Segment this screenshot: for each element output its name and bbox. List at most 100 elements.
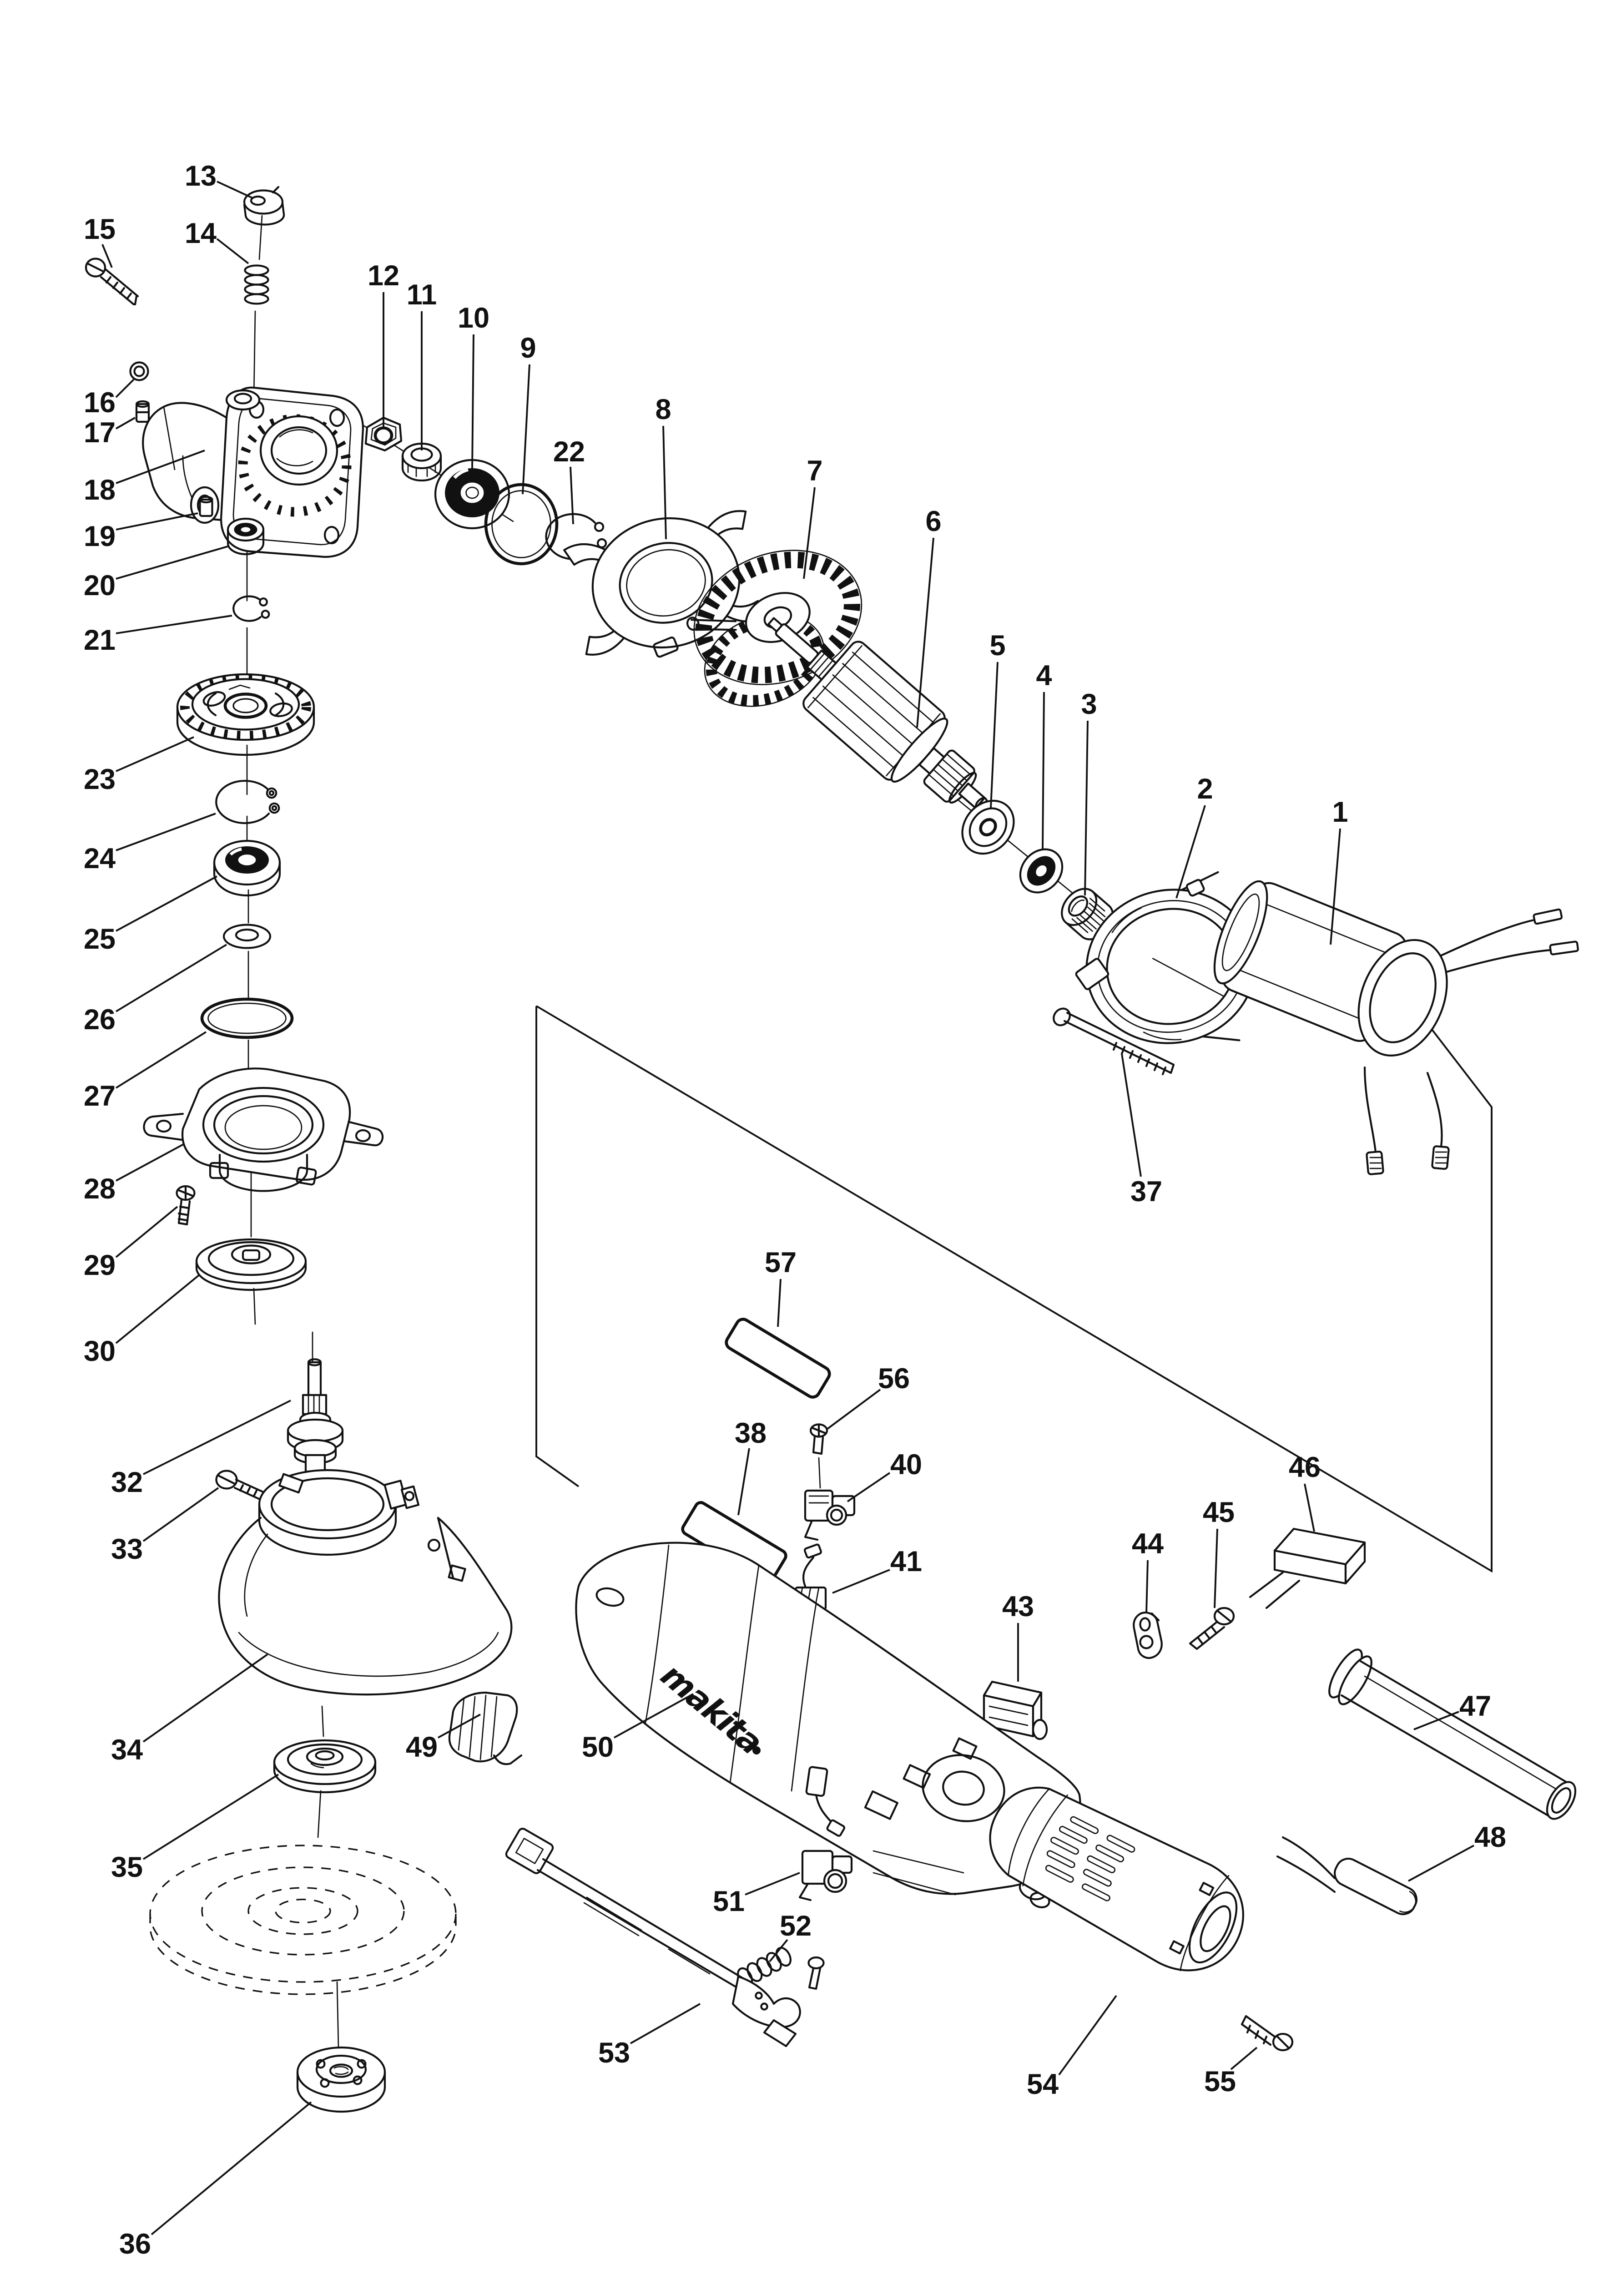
part-8-fan-baffle bbox=[563, 510, 769, 658]
leader-line-15 bbox=[101, 244, 113, 268]
part-30-cover-plate bbox=[195, 1238, 307, 1291]
leader-line-56 bbox=[826, 1389, 881, 1430]
leader-line-16 bbox=[115, 379, 135, 398]
leader-line-2 bbox=[1175, 805, 1206, 899]
leader-line-30 bbox=[115, 1274, 200, 1344]
leader-line-50 bbox=[614, 1693, 694, 1739]
leader-line-7 bbox=[803, 487, 816, 579]
part-label-3: 3 bbox=[1081, 688, 1097, 720]
leader-line-53 bbox=[630, 2003, 701, 2044]
leader-line-19 bbox=[116, 512, 198, 531]
part-label-16: 16 bbox=[84, 387, 116, 419]
leader-line-1 bbox=[1330, 828, 1341, 945]
part-label-30: 30 bbox=[84, 1335, 116, 1367]
part-label-48: 48 bbox=[1474, 1821, 1506, 1853]
part-label-45: 45 bbox=[1203, 1496, 1235, 1528]
part-label-55: 55 bbox=[1204, 2066, 1236, 2098]
part-label-13: 13 bbox=[185, 160, 217, 192]
part-15-screw bbox=[85, 258, 139, 306]
part-4-bearing bbox=[1019, 848, 1064, 894]
part-label-27: 27 bbox=[84, 1080, 116, 1112]
leader-line-55 bbox=[1230, 2047, 1258, 2070]
part-label-47: 47 bbox=[1459, 1690, 1491, 1722]
part-9-oring bbox=[484, 483, 559, 566]
part-label-57: 57 bbox=[765, 1247, 797, 1279]
part-label-37: 37 bbox=[1130, 1176, 1162, 1208]
leader-line-33 bbox=[142, 1487, 219, 1542]
part-29-screw bbox=[176, 1185, 196, 1226]
small-screw bbox=[807, 1956, 825, 1990]
part-14-spring bbox=[244, 264, 269, 305]
part-label-4: 4 bbox=[1036, 660, 1052, 692]
part-label-15: 15 bbox=[84, 213, 116, 245]
leader-line-25 bbox=[116, 875, 217, 932]
leader-line-5 bbox=[990, 662, 999, 809]
part-21-retaining-ring bbox=[232, 595, 270, 622]
part-47-side-handle bbox=[1328, 1648, 1577, 1820]
leader-line-24 bbox=[116, 813, 216, 851]
part-label-6: 6 bbox=[925, 506, 941, 537]
leader-line-14 bbox=[216, 238, 249, 264]
part-label-34: 34 bbox=[111, 1734, 143, 1766]
part-label-10: 10 bbox=[458, 302, 489, 334]
leader-line-51 bbox=[745, 1872, 800, 1896]
leader-line-32 bbox=[143, 1400, 291, 1475]
part-label-23: 23 bbox=[84, 763, 116, 795]
grinding-wheel-dashed bbox=[149, 1845, 457, 1995]
leader-line-35 bbox=[142, 1774, 279, 1860]
leader-line-36 bbox=[151, 2101, 312, 2235]
part-24-retaining-ring bbox=[215, 779, 280, 824]
leader-line-23 bbox=[116, 736, 194, 772]
leader-line-8 bbox=[662, 425, 667, 540]
part-label-38: 38 bbox=[735, 1417, 767, 1449]
leader-line-34 bbox=[142, 1653, 268, 1743]
part-label-1: 1 bbox=[1332, 796, 1348, 828]
part-label-22: 22 bbox=[553, 436, 585, 468]
part-53-slide-bar bbox=[505, 1828, 801, 2048]
part-label-51: 51 bbox=[713, 1886, 745, 1917]
section-panel-outline bbox=[535, 1005, 1493, 1573]
part-57-name-plate bbox=[725, 1318, 831, 1399]
part-label-28: 28 bbox=[84, 1173, 116, 1205]
leader-line-10 bbox=[471, 334, 474, 470]
part-label-8: 8 bbox=[655, 394, 671, 425]
part-6-armature bbox=[767, 617, 988, 811]
part-44-clip-plate bbox=[1133, 1612, 1163, 1659]
leader-line-3 bbox=[1084, 720, 1089, 896]
part-label-35: 35 bbox=[111, 1851, 143, 1883]
leader-line-52 bbox=[769, 1939, 788, 1962]
part-54-rear-cover bbox=[989, 1786, 1244, 1972]
part-label-5: 5 bbox=[989, 630, 1005, 662]
part-label-54: 54 bbox=[1027, 2068, 1059, 2100]
part-label-17: 17 bbox=[84, 417, 116, 449]
part-26-washer bbox=[222, 924, 272, 949]
leader-line-18 bbox=[116, 450, 205, 484]
part-37-screw bbox=[1053, 1007, 1175, 1076]
leader-line-44 bbox=[1145, 1560, 1149, 1614]
part-label-24: 24 bbox=[84, 843, 116, 875]
part-19-pin bbox=[199, 495, 213, 517]
leader-line-4 bbox=[1042, 692, 1045, 849]
part-label-25: 25 bbox=[84, 923, 116, 955]
part-18-gear-housing bbox=[142, 386, 364, 558]
leader-line-40 bbox=[847, 1472, 891, 1502]
leader-line-54 bbox=[1058, 1995, 1117, 2076]
part-label-11: 11 bbox=[407, 279, 437, 311]
part-55-screw bbox=[1241, 2015, 1294, 2052]
part-label-26: 26 bbox=[84, 1004, 116, 1036]
part-16-oring bbox=[129, 361, 149, 381]
part-label-49: 49 bbox=[406, 1731, 438, 1763]
makita-logo-dot bbox=[752, 1746, 761, 1754]
part-1-field-stator bbox=[1213, 880, 1579, 1175]
part-label-2: 2 bbox=[1197, 773, 1213, 805]
part-40-brush-holder bbox=[804, 1489, 856, 1541]
part-label-32: 32 bbox=[111, 1466, 143, 1498]
part-5-bearing bbox=[961, 799, 1015, 855]
part-label-9: 9 bbox=[520, 332, 536, 364]
part-label-33: 33 bbox=[111, 1533, 143, 1565]
part-28-bearing-box bbox=[143, 1067, 384, 1192]
part-label-52: 52 bbox=[780, 1910, 812, 1942]
part-label-44: 44 bbox=[1132, 1528, 1164, 1560]
part-label-7: 7 bbox=[807, 455, 822, 487]
